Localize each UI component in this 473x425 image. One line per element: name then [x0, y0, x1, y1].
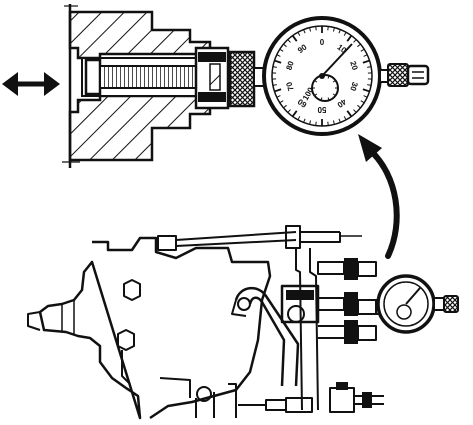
hex-bolt — [124, 280, 140, 300]
dial-tick — [328, 26, 329, 30]
linkage-column — [296, 248, 318, 410]
control-rod — [176, 232, 296, 246]
curved-arrow-icon — [358, 134, 397, 256]
revolution-counter — [312, 75, 338, 101]
head-collar — [286, 290, 314, 300]
plunger-head — [86, 60, 100, 94]
rod-extension — [300, 232, 340, 242]
dial-tick — [328, 122, 329, 126]
adaptor-insert — [210, 64, 220, 90]
lever-pivot — [238, 298, 250, 310]
housing-upper-section — [70, 12, 210, 58]
dial-tick — [316, 122, 317, 126]
gauge-crown-neck — [380, 70, 388, 82]
dial-tick — [316, 26, 317, 30]
adaptor-shoulder — [198, 52, 226, 62]
adaptor-shoulder — [198, 92, 226, 102]
gauge-cap — [408, 66, 428, 84]
drive-flange — [62, 300, 74, 334]
gauge-crown — [388, 64, 408, 86]
knurled-nut — [230, 52, 254, 106]
threaded-adaptor — [100, 66, 200, 88]
curved-lever-arm — [236, 288, 298, 386]
dial-number: 50 — [317, 105, 326, 114]
double-arrow-icon — [2, 72, 60, 96]
injection-pump-drawing — [28, 226, 458, 418]
rod-clamp — [286, 226, 300, 248]
housing-lower-section — [70, 96, 210, 160]
rod-end — [158, 236, 176, 250]
dial-indicator-icon — [376, 276, 458, 332]
dial-number: 0 — [320, 38, 325, 47]
hex-bolt — [118, 330, 134, 350]
lower-fitting-assembly — [160, 378, 384, 418]
drive-shaft-nose — [28, 312, 40, 330]
delivery-valve-stack — [318, 258, 376, 344]
